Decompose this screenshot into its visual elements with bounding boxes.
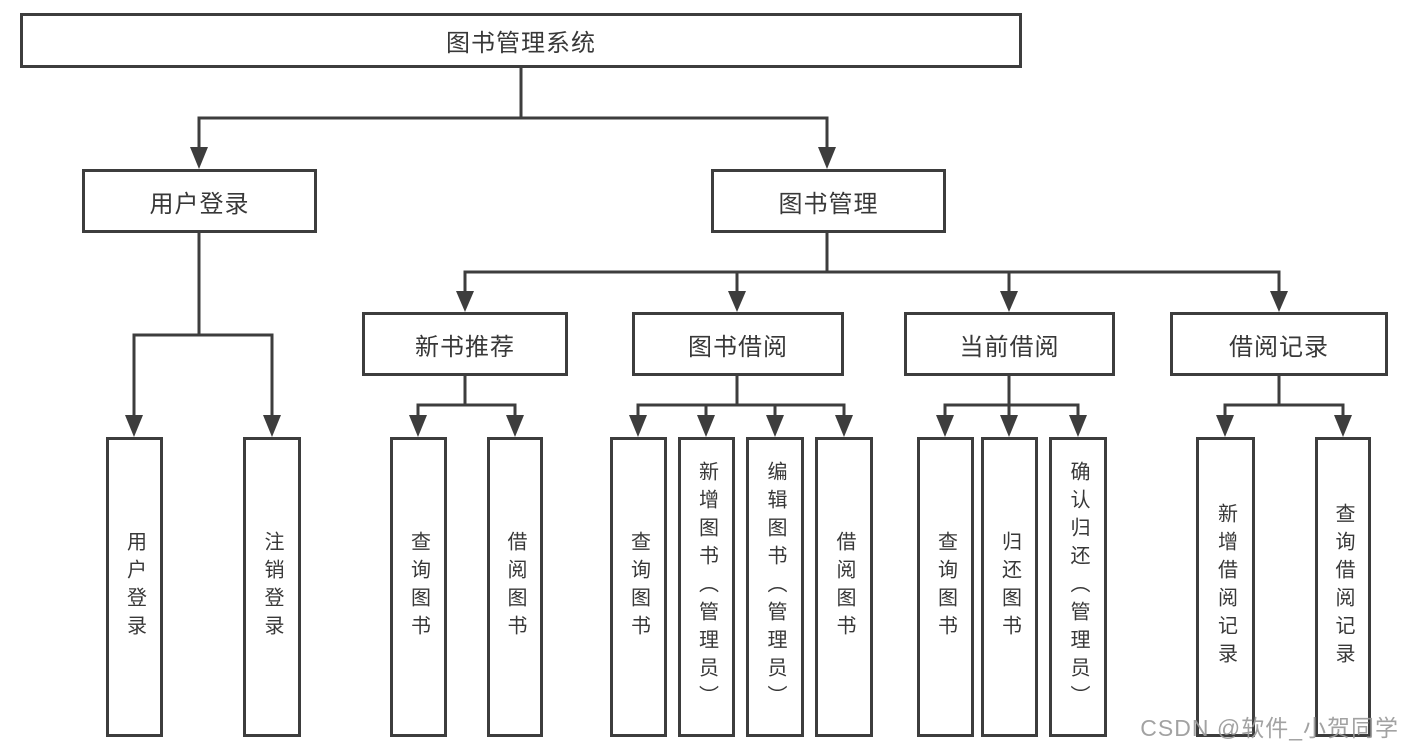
node-borrow-records: 借阅记录	[1170, 312, 1388, 376]
node-book-management: 图书管理	[711, 169, 946, 233]
node-library-management-system: 图书管理系统	[20, 13, 1022, 68]
node-label: 查询图书	[934, 531, 957, 643]
node-label: 图书管理	[778, 190, 879, 218]
connector-book-borrow-children	[629, 376, 853, 437]
leaf-borrow-books-recommend: 借阅图书	[487, 437, 543, 737]
node-user-login: 用户登录	[82, 169, 317, 233]
node-label: 查询图书	[407, 531, 430, 643]
node-label: 用户登录	[149, 190, 250, 218]
node-label: 注销登录	[261, 531, 283, 643]
node-label: 图书管理系统	[446, 30, 596, 57]
leaf-return-books: 归还图书	[981, 437, 1038, 737]
node-label: 编辑图书（管理员）	[764, 461, 786, 713]
leaf-confirm-return-admin: 确认归还（管理员）	[1049, 437, 1107, 737]
leaf-logout-login: 注销登录	[243, 437, 301, 737]
leaf-query-books-recommend: 查询图书	[390, 437, 447, 737]
node-label: 借阅图书	[833, 531, 855, 643]
node-label: 查询借阅记录	[1332, 503, 1354, 671]
node-label: 借阅记录	[1229, 333, 1329, 361]
node-label: 新增借阅记录	[1214, 503, 1237, 671]
leaf-query-books-borrow: 查询图书	[610, 437, 667, 737]
connector-borrow-records-children	[1216, 376, 1352, 437]
connector-root-to-level1	[190, 68, 836, 169]
node-label: 确认归还（管理员）	[1067, 461, 1089, 713]
connector-book-management-children	[456, 233, 1288, 312]
leaf-edit-books-admin: 编辑图书（管理员）	[746, 437, 804, 737]
leaf-user-login: 用户登录	[106, 437, 163, 737]
connector-new-book-recommend-children	[409, 376, 524, 437]
node-book-borrow: 图书借阅	[632, 312, 844, 376]
leaf-add-books-admin: 新增图书（管理员）	[678, 437, 735, 737]
connector-current-borrow-children	[936, 376, 1087, 437]
node-label: 归还图书	[998, 531, 1021, 643]
node-label: 新增图书（管理员）	[695, 461, 718, 713]
node-label: 当前借阅	[959, 333, 1060, 361]
node-label: 查询图书	[627, 531, 650, 643]
node-label: 借阅图书	[504, 531, 526, 643]
leaf-query-borrow-record: 查询借阅记录	[1315, 437, 1371, 737]
node-label: 新书推荐	[415, 333, 515, 361]
node-current-borrow: 当前借阅	[904, 312, 1115, 376]
node-label: 用户登录	[123, 531, 146, 643]
leaf-borrow-books-borrow: 借阅图书	[815, 437, 873, 737]
leaf-add-borrow-record: 新增借阅记录	[1196, 437, 1255, 737]
node-label: 图书借阅	[688, 333, 788, 361]
node-new-book-recommend: 新书推荐	[362, 312, 568, 376]
leaf-query-books-current: 查询图书	[917, 437, 974, 737]
connector-user-login-children	[125, 233, 281, 437]
